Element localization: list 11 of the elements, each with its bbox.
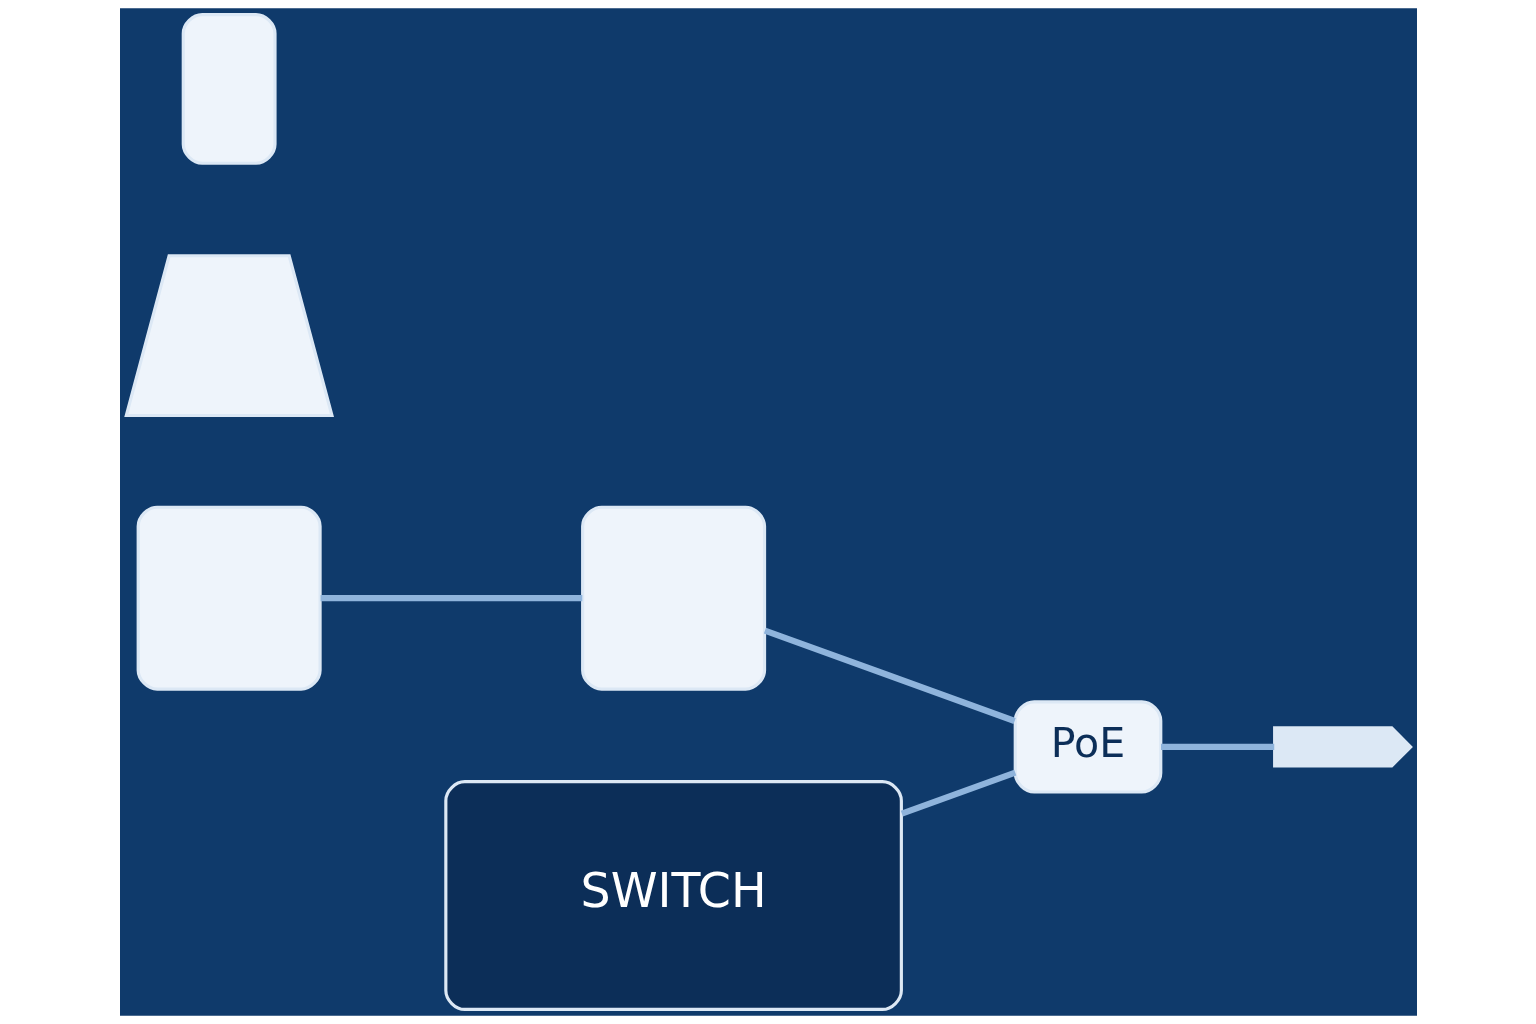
node-plug [1272,726,1413,768]
connector [1160,743,1274,751]
node-box: SWITCH [443,780,903,1012]
node-box [136,505,322,691]
connector [900,769,1016,817]
node-phone [181,12,277,165]
node-box: PoE [1013,700,1162,794]
node-box [580,505,766,691]
node-laptop [123,254,334,418]
connector [763,627,1016,724]
connector [320,595,582,602]
